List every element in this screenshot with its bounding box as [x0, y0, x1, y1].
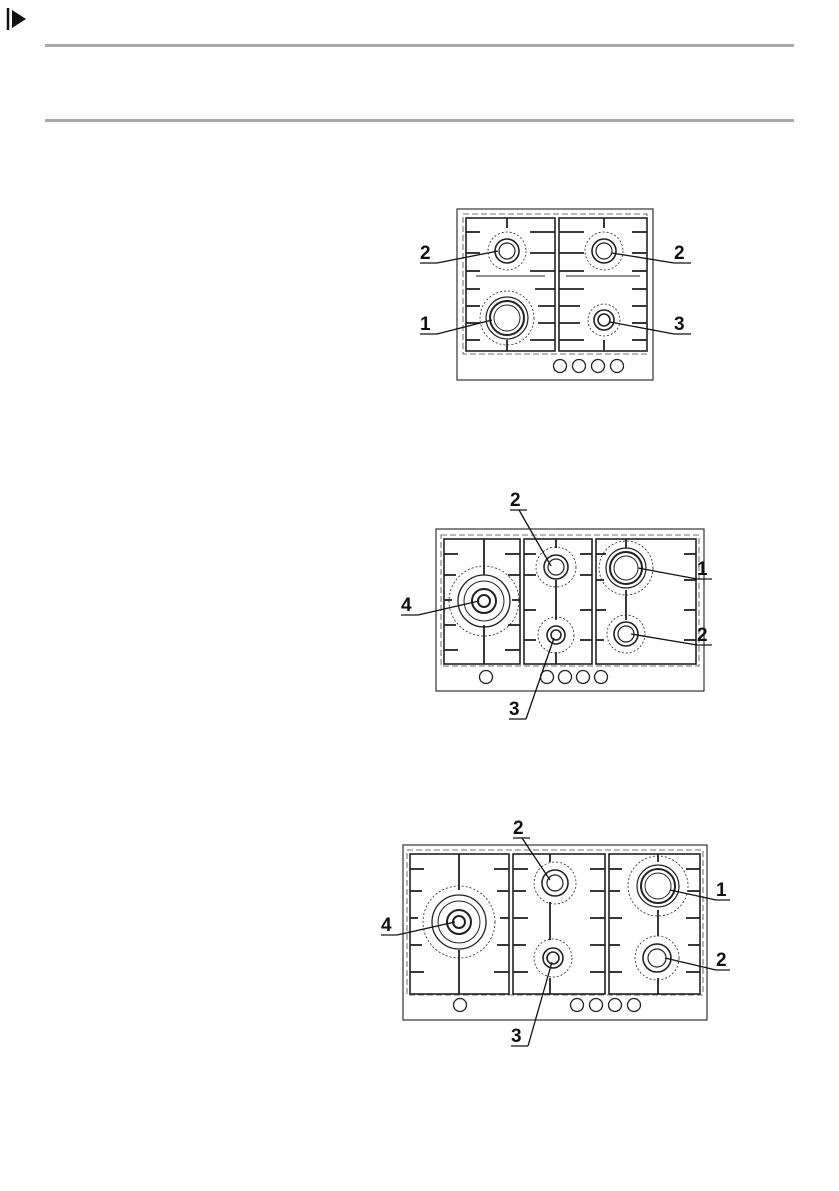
svg-text:3: 3	[511, 1026, 522, 1047]
callout-5b-bottom-right: 2	[665, 950, 730, 971]
svg-text:2: 2	[513, 818, 524, 839]
callout-5b-bottom-center: 3	[511, 962, 552, 1047]
callout-5b-top-center: 2	[513, 818, 550, 880]
hob-5b-body	[403, 845, 707, 1020]
svg-text:2: 2	[716, 950, 727, 971]
svg-text:4: 4	[381, 915, 392, 936]
svg-text:1: 1	[716, 880, 727, 901]
